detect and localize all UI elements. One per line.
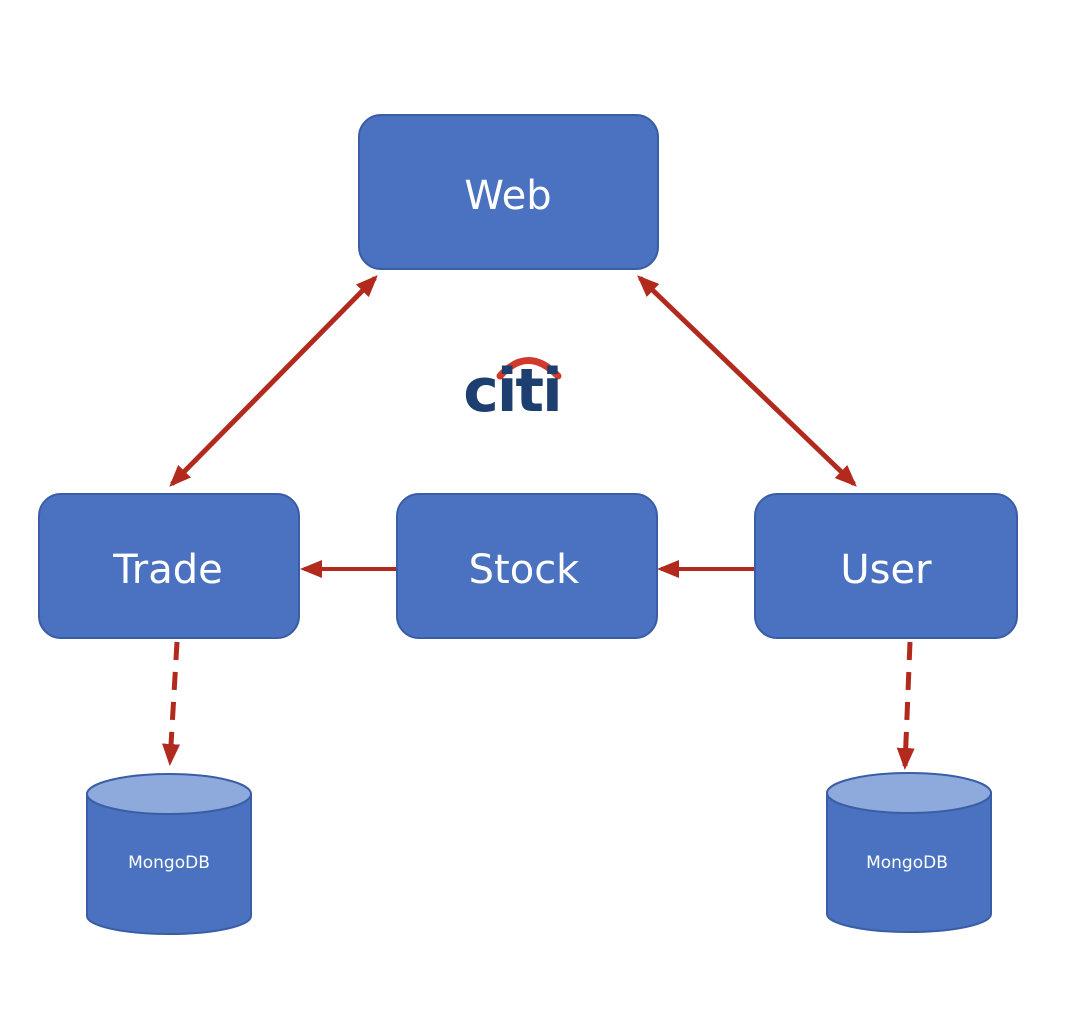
- database-user-label: MongoDB: [866, 853, 948, 873]
- node-stock-label: Stock: [469, 547, 581, 593]
- node-web-label: Web: [464, 173, 551, 219]
- node-trade: Trade: [38, 493, 300, 639]
- database-trade-top: [86, 773, 252, 815]
- node-user-label: User: [840, 547, 932, 593]
- dashed-arrow-trade-db: [162, 641, 181, 766]
- database-user-top: [826, 772, 992, 814]
- database-trade-mongodb: MongoDB: [86, 773, 252, 935]
- citi-logo-text: citi: [463, 356, 560, 426]
- arrow-web-trade: [169, 275, 378, 487]
- citi-arc-icon: [496, 357, 562, 380]
- node-web: Web: [358, 114, 659, 270]
- arrow-web-user: [637, 275, 857, 487]
- node-stock: Stock: [396, 493, 658, 639]
- node-trade-label: Trade: [112, 547, 223, 593]
- database-trade-label: MongoDB: [128, 853, 210, 873]
- node-user: User: [754, 493, 1018, 639]
- dashed-arrow-user-db: [896, 641, 915, 770]
- citi-logo: citi: [463, 356, 562, 426]
- database-user-mongodb: MongoDB: [826, 772, 992, 933]
